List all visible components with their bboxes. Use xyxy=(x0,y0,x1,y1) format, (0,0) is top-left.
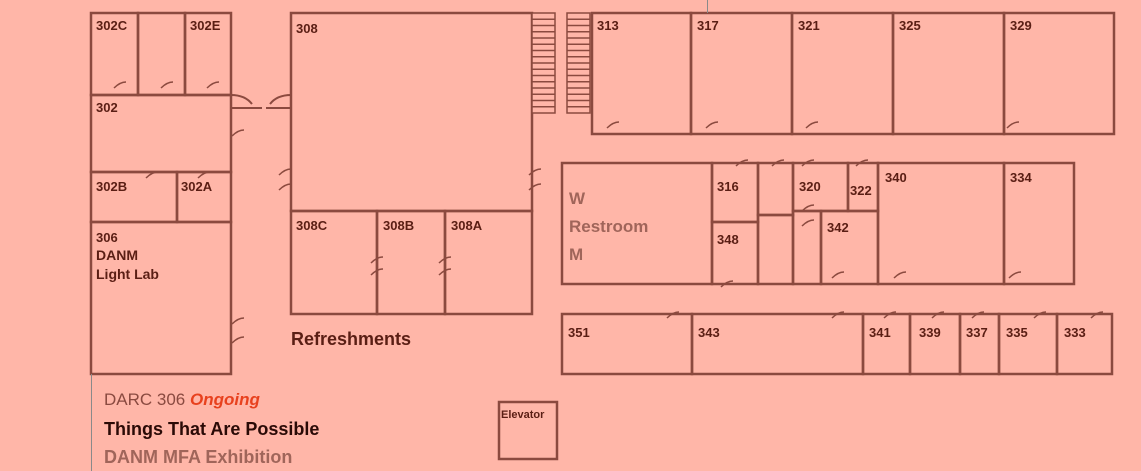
door-swing xyxy=(438,268,452,276)
room-label-308b: 308B xyxy=(383,218,415,233)
room-label-320: 320 xyxy=(799,179,821,194)
door-swing xyxy=(801,204,815,212)
room-306 xyxy=(89,220,233,376)
door-swing xyxy=(278,168,292,176)
door-swing xyxy=(606,121,620,129)
door-swing xyxy=(666,311,680,319)
caption-status: Ongoing xyxy=(190,390,260,409)
door-swing xyxy=(931,311,945,319)
door-swing xyxy=(855,159,869,167)
restroom-w: W xyxy=(569,189,586,208)
room-label-302b: 302B xyxy=(96,179,128,194)
room-label-308a: 308A xyxy=(451,218,483,233)
walls xyxy=(89,11,1116,461)
elevator-label: Elevator xyxy=(501,409,545,421)
room-label-308: 308 xyxy=(296,21,318,36)
door-swing xyxy=(231,317,245,325)
caption-subtitle: DANM MFA Exhibition xyxy=(104,447,293,467)
room-label-302a: 302A xyxy=(181,179,213,194)
top-rule xyxy=(707,0,708,13)
door-swing xyxy=(801,159,815,167)
room-label-335: 335 xyxy=(1006,325,1028,340)
room-label-306-name1: DANM xyxy=(96,247,138,263)
door-swing xyxy=(1006,121,1020,129)
room-label-329: 329 xyxy=(1010,18,1032,33)
room-label-334: 334 xyxy=(1010,170,1032,185)
stairs-east xyxy=(566,12,591,114)
room-label-343: 343 xyxy=(698,325,720,340)
door-swing xyxy=(278,183,292,191)
room-label-308c: 308C xyxy=(296,218,328,233)
door-swing xyxy=(720,280,734,288)
door-swing xyxy=(1033,311,1047,319)
restroom-m: M xyxy=(569,245,584,264)
caption-title: Things That Are Possible xyxy=(104,419,320,439)
door-swing xyxy=(1090,311,1104,319)
room-329 xyxy=(1002,11,1116,136)
door-swing xyxy=(206,81,220,89)
room-label-341: 341 xyxy=(869,325,891,340)
stairs xyxy=(531,12,591,114)
restroom-label: Restroom xyxy=(569,217,649,236)
room-308a xyxy=(443,209,534,316)
caption-rule xyxy=(91,374,92,471)
room-label-302c: 302C xyxy=(96,18,128,33)
door-swing xyxy=(801,219,815,227)
room-label-306: 306 xyxy=(96,230,118,245)
door-swing xyxy=(883,311,897,319)
room-label-306-name2: Light Lab xyxy=(96,266,159,282)
room-label-325: 325 xyxy=(899,18,921,33)
door-swing xyxy=(528,168,542,176)
room-label-316: 316 xyxy=(717,179,739,194)
door-swing xyxy=(160,81,174,89)
door-swing xyxy=(705,121,719,129)
door-swing xyxy=(197,171,211,179)
doors xyxy=(113,81,1104,344)
room-label-321: 321 xyxy=(798,18,820,33)
room-label-317: 317 xyxy=(697,18,719,33)
door-swing xyxy=(113,81,127,89)
door-swing xyxy=(971,311,985,319)
door-swing xyxy=(831,311,845,319)
door-swing xyxy=(831,271,845,279)
room-label-302: 302 xyxy=(96,100,118,115)
door-swing xyxy=(370,256,384,264)
door-swing xyxy=(1008,271,1022,279)
room-label-333: 333 xyxy=(1064,325,1086,340)
stairs-west xyxy=(531,12,556,114)
corridor-link xyxy=(230,94,292,109)
room-label-337: 337 xyxy=(966,325,988,340)
refreshments-label: Refreshments xyxy=(291,329,412,349)
door-swing xyxy=(893,271,907,279)
door-swing xyxy=(805,121,819,129)
room-334 xyxy=(1002,161,1076,286)
room-label-322: 322 xyxy=(850,183,872,198)
door-swing xyxy=(528,183,542,191)
door-swing xyxy=(735,159,749,167)
room-label-340: 340 xyxy=(885,170,907,185)
door-swing xyxy=(370,268,384,276)
room-label-313: 313 xyxy=(597,18,619,33)
room-label-342: 342 xyxy=(827,220,849,235)
room-label-351: 351 xyxy=(568,325,590,340)
door-swing xyxy=(231,129,245,137)
room-label-302e: 302E xyxy=(190,18,221,33)
room-label-339: 339 xyxy=(919,325,941,340)
room-label-348: 348 xyxy=(717,232,739,247)
door-swing xyxy=(771,159,785,167)
elevator xyxy=(497,400,559,461)
door-swing xyxy=(231,336,245,344)
caption-room-line: DARC 306 Ongoing xyxy=(104,390,260,410)
door-swing xyxy=(438,256,452,264)
caption-room: DARC 306 xyxy=(104,390,186,409)
room-333 xyxy=(1055,312,1114,376)
door-swing xyxy=(145,171,159,179)
